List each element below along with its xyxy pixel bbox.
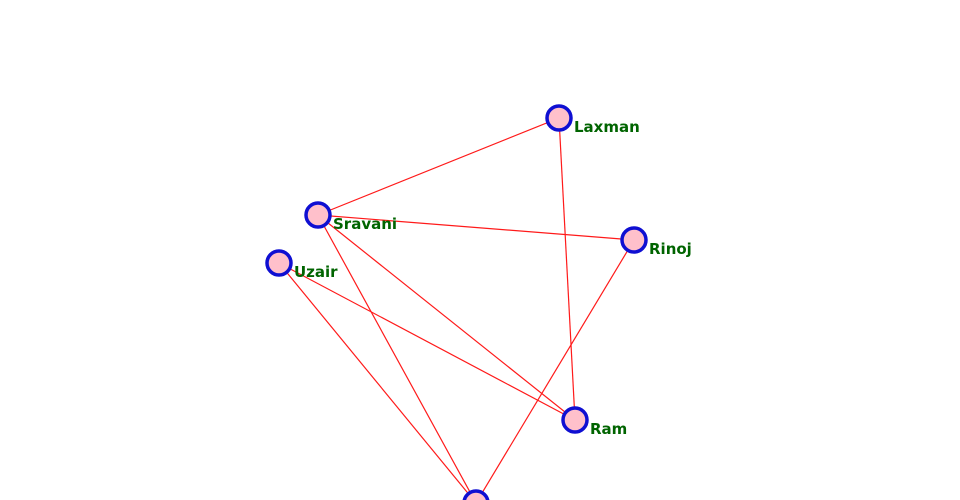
graph-node-ram[interactable] <box>561 406 589 434</box>
graph-node-label-uzair: Uzair <box>294 263 338 281</box>
nodes-layer <box>265 104 648 500</box>
graph-node-sravani[interactable] <box>304 201 332 229</box>
graph-node-rinoj[interactable] <box>620 226 648 254</box>
graph-edge-laxman-ram <box>558 117 576 421</box>
graph-edge-sravani-ram <box>317 214 576 421</box>
graph-node-label-ram: Ram <box>590 420 627 438</box>
graph-node-label-sravani: Sravani <box>333 215 397 233</box>
edges-layer <box>278 117 635 500</box>
graph-edge-uzair-node6 <box>278 262 475 500</box>
graph-node-label-laxman: Laxman <box>574 118 640 136</box>
graph-edge-sravani-node6 <box>317 214 476 500</box>
graph-node-node6[interactable] <box>462 489 490 500</box>
graph-node-uzair[interactable] <box>265 249 293 277</box>
graph-node-laxman[interactable] <box>545 104 573 132</box>
graph-node-label-rinoj: Rinoj <box>649 240 692 258</box>
graph-edge-sravani-rinoj <box>317 214 635 241</box>
graph-edge-sravani-laxman <box>317 117 560 216</box>
graph-edge-uzair-ram <box>278 262 576 421</box>
graph-edge-rinoj-node6 <box>477 239 635 500</box>
